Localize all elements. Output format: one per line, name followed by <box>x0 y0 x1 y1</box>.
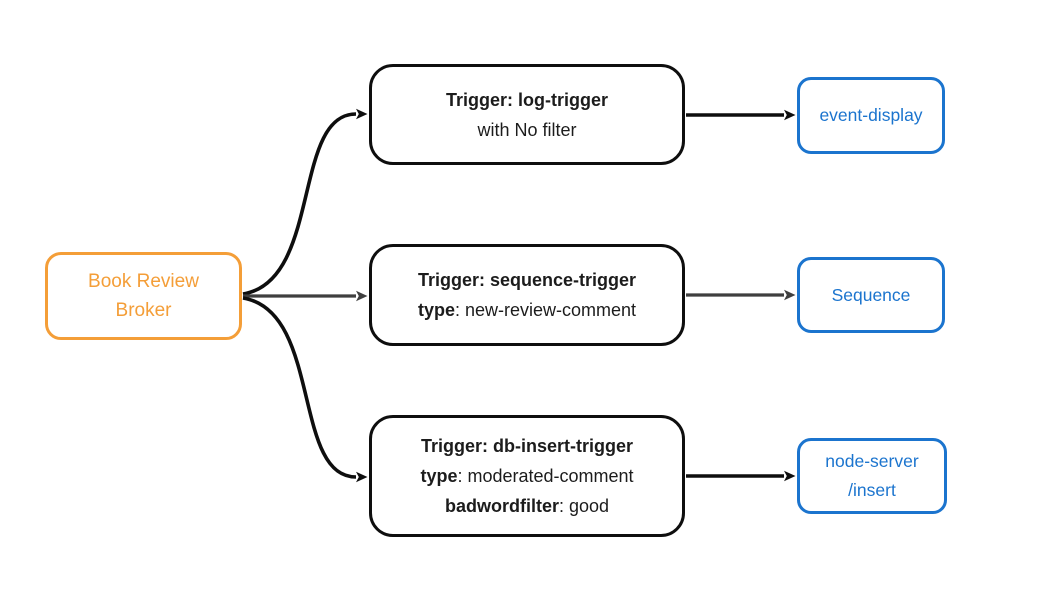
db-insert-trigger-filter: badwordfilter: good <box>445 491 609 521</box>
node-server-label-line1: node-server <box>825 451 919 471</box>
db-insert-trigger-type-value: : moderated-comment <box>457 466 634 486</box>
node-sequence: Sequence <box>797 257 945 333</box>
log-trigger-title: Trigger: log-trigger <box>446 89 608 110</box>
node-server-label-line2: /insert <box>848 480 896 500</box>
log-trigger-subtitle: with No filter <box>477 119 577 140</box>
sequence-trigger-type: type: new-review-comment <box>418 295 636 325</box>
node-book-review-broker: Book Review Broker <box>45 252 242 340</box>
db-insert-trigger-filter-value: : good <box>558 496 610 516</box>
event-display-label: event-display <box>819 105 923 125</box>
edge-broker-to-db-insert-trigger <box>242 296 368 483</box>
sequence-label: Sequence <box>831 284 911 305</box>
edge-broker-to-log-trigger <box>242 108 368 296</box>
node-log-trigger: Trigger: log-trigger with No filter <box>369 64 685 165</box>
db-insert-trigger-filter-key: badwordfilter <box>444 496 559 516</box>
node-sequence-trigger: Trigger: sequence-trigger type: new-revi… <box>369 244 685 346</box>
sequence-trigger-type-key: type <box>417 300 455 320</box>
sequence-trigger-type-value: : new-review-comment <box>454 300 637 320</box>
sequence-trigger-title: Trigger: sequence-trigger <box>417 270 637 290</box>
db-insert-trigger-title: Trigger: db-insert-trigger <box>420 436 633 456</box>
node-db-insert-trigger: Trigger: db-insert-trigger type: moderat… <box>369 415 685 537</box>
node-event-display: event-display <box>797 77 945 154</box>
node-node-server: node-server /insert <box>797 438 947 514</box>
db-insert-trigger-type: type: moderated-comment <box>420 461 633 491</box>
broker-label-line1: Book Review <box>88 271 199 292</box>
broker-label-line2: Broker <box>115 300 172 321</box>
db-insert-trigger-type-key: type <box>420 466 458 486</box>
